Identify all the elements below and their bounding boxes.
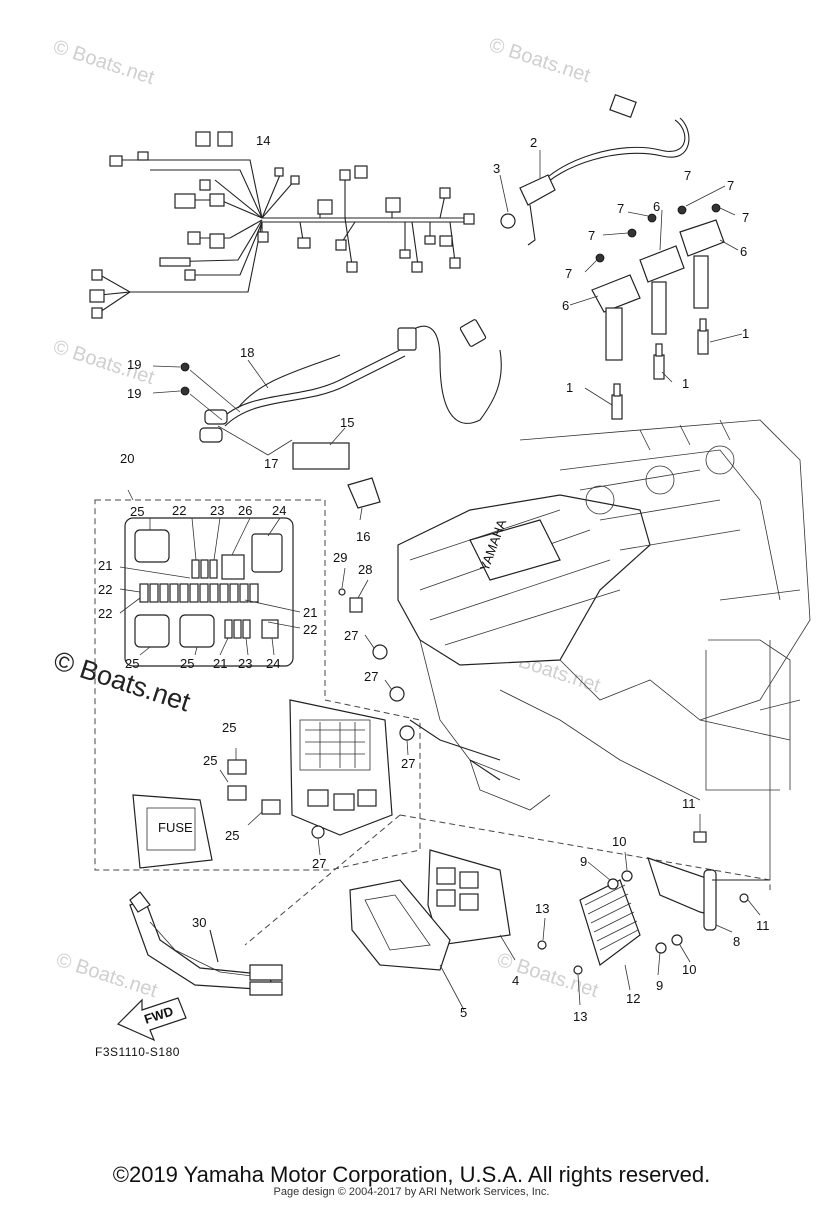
- callout: 23: [210, 503, 224, 518]
- relay-box-detail: [94, 489, 421, 871]
- page-design-credit: Page design © 2004-2017 by ARI Network S…: [273, 1186, 550, 1198]
- callout: 16: [356, 529, 370, 544]
- callout: 1: [682, 376, 689, 391]
- callout: 22: [98, 582, 112, 597]
- callout: 6: [740, 244, 747, 259]
- callout: 21: [98, 558, 112, 573]
- callout: 29: [333, 550, 347, 565]
- callout: 13: [573, 1009, 587, 1024]
- callout: 25: [203, 753, 217, 768]
- callout: 25: [125, 656, 139, 671]
- watermark: © Boats.net: [494, 949, 601, 1002]
- callout: 19: [127, 386, 141, 401]
- callout: 22: [303, 622, 317, 637]
- cable-assembly: [152, 319, 502, 521]
- callout: 18: [240, 345, 254, 360]
- callout: 25: [130, 504, 144, 519]
- fuse-slots: [139, 559, 279, 639]
- fuse-box-label: FUSE: [158, 820, 193, 835]
- watermark: © Boats.net: [53, 949, 160, 1002]
- callout: 7: [617, 201, 624, 216]
- callout: 30: [192, 915, 206, 930]
- callout: 22: [172, 503, 186, 518]
- callout: 19: [127, 357, 141, 372]
- callout: 13: [535, 901, 549, 916]
- callout: 26: [238, 503, 252, 518]
- callout: 6: [653, 199, 660, 214]
- fwd-arrow: FWD: [116, 997, 187, 1042]
- callout: 11: [682, 796, 696, 811]
- callout: 15: [340, 415, 354, 430]
- callout: 1: [742, 326, 749, 341]
- copyright-notice: ©2019 Yamaha Motor Corporation, U.S.A. A…: [112, 1162, 711, 1187]
- callout: 27: [312, 856, 326, 871]
- callout: 11: [756, 918, 770, 933]
- callout: 9: [580, 854, 587, 869]
- engine-block: YAMAHA: [397, 419, 811, 880]
- ignition-coils: [569, 185, 743, 420]
- wiring-harness: [89, 131, 475, 319]
- callout: 27: [364, 669, 378, 684]
- callout: 7: [588, 228, 595, 243]
- callout: 28: [358, 562, 372, 577]
- callout: 5: [460, 1005, 467, 1020]
- callout: 24: [266, 656, 280, 671]
- callout: 7: [565, 266, 572, 281]
- relay-module: [132, 699, 393, 869]
- callout: 27: [401, 756, 415, 771]
- callout: 21: [213, 656, 227, 671]
- watermark: © Boats.net: [486, 34, 593, 87]
- callout: 3: [493, 161, 500, 176]
- callout: 1: [566, 380, 573, 395]
- callout: 21: [303, 605, 317, 620]
- watermark: © Boats.net: [50, 36, 157, 89]
- rectifier-assembly: [244, 814, 771, 1011]
- callout: 22: [98, 606, 112, 621]
- callout: 24: [272, 503, 286, 518]
- callout: 25: [222, 720, 236, 735]
- callout: 14: [256, 133, 270, 148]
- callout: 2: [530, 135, 537, 150]
- callout: 6: [562, 298, 569, 313]
- callout: 25: [225, 828, 239, 843]
- callout: 4: [512, 973, 519, 988]
- callout: 10: [612, 834, 626, 849]
- callout: 20: [120, 451, 134, 466]
- callout: 9: [656, 978, 663, 993]
- callout: 7: [684, 168, 691, 183]
- callout: 17: [264, 456, 278, 471]
- callout: 10: [682, 962, 696, 977]
- callouts: 1 1 1 2 3 4 5 6 6 6 7 7 7 7 7 7 8 9 9 10…: [98, 133, 770, 1024]
- ignition-lead: [499, 93, 690, 246]
- callout: 27: [344, 628, 358, 643]
- callout: 23: [238, 656, 252, 671]
- callout: 8: [733, 934, 740, 949]
- callout: 12: [626, 991, 640, 1006]
- lower-bracket: [338, 567, 501, 781]
- callout: 7: [727, 178, 734, 193]
- diagram-code: F3S1110-S180: [95, 1045, 180, 1059]
- callout: 25: [180, 656, 194, 671]
- callout: 7: [742, 210, 749, 225]
- strap-band: [129, 891, 283, 996]
